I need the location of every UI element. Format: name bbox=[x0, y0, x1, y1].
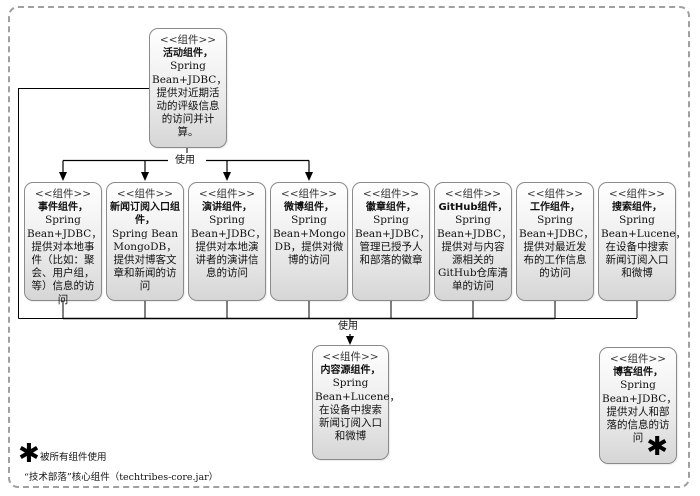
legend-text: 被所有组件使用 bbox=[40, 452, 107, 463]
uses-label-bottom: 使用 bbox=[336, 321, 360, 333]
component-description: Spring Bean+JDBC，管理已授予人和部落的徽章 bbox=[355, 214, 430, 267]
component-description: Spring Bean+JDBC，提供对最近发布的工作信息的访问 bbox=[519, 214, 594, 280]
stereotype-label: <<组件>> bbox=[526, 188, 584, 200]
component-description: Spring Bean+Lucene，在设备中搜索新闻订阅入口和微博 bbox=[601, 214, 687, 280]
component-jobs[interactable]: <<组件>> 工作组件， Spring Bean+JDBC，提供对最近发布的工作… bbox=[516, 182, 594, 301]
component-blog[interactable]: <<组件>> 博客组件， Spring Bean+JDBC，提供对人和部落的信息… bbox=[599, 347, 677, 464]
component-name: 工作组件， bbox=[530, 202, 580, 214]
shared-component-marker-icon: ✱ bbox=[646, 432, 668, 462]
component-name: 事件组件， bbox=[38, 202, 88, 214]
component-description: Spring Bean+Mongo DB，提供对微博的访问 bbox=[273, 214, 346, 267]
arrowhead-talks bbox=[223, 172, 231, 181]
component-name: 微博组件， bbox=[284, 202, 334, 214]
arrowhead-tweets bbox=[305, 172, 313, 181]
stereotype-label: <<组件>> bbox=[322, 351, 379, 363]
stereotype-label: <<组件>> bbox=[608, 188, 666, 200]
component-badges[interactable]: <<组件>> 徽章组件， Spring Bean+JDBC，管理已授予人和部落的… bbox=[352, 182, 430, 301]
stereotype-label: <<组件>> bbox=[198, 188, 256, 200]
component-description: Spring Bean+JDBC，提供对本地演讲者的演讲信息的访问 bbox=[191, 214, 266, 280]
frame-caption: “技术部落”核心组件（techtribes-core.jar） bbox=[24, 472, 219, 483]
component-content-source[interactable]: <<组件>> 内容源组件， Spring Bean+Lucene，在设备中搜索新… bbox=[312, 345, 401, 460]
component-name: 内容源组件， bbox=[320, 365, 381, 377]
component-activity[interactable]: <<组件>> 活动组件， Spring Bean+JDBC，提供对近期活动的评级… bbox=[149, 28, 227, 148]
middle-row-stubs bbox=[62, 301, 638, 318]
component-search[interactable]: <<组件>> 搜索组件， Spring Bean+Lucene，在设备中搜索新闻… bbox=[598, 182, 687, 301]
stereotype-label: <<组件>> bbox=[116, 188, 174, 200]
stereotype-label: <<组件>> bbox=[362, 188, 420, 200]
legend-asterisk-icon: ✱ bbox=[18, 439, 40, 469]
connector-top-left-loop bbox=[18, 88, 149, 319]
component-name: 活动组件， bbox=[163, 48, 213, 60]
component-name: 徽章组件， bbox=[366, 202, 416, 214]
component-tweets[interactable]: <<组件>> 微博组件， Spring Bean+Mongo DB，提供对微博的… bbox=[270, 182, 348, 301]
stereotype-label: <<组件>> bbox=[280, 188, 338, 200]
component-newsfeed[interactable]: <<组件>> 新闻订阅入口组件， Spring Bean MongoDB，提供对… bbox=[106, 182, 184, 301]
component-name: GitHub组件， bbox=[438, 202, 508, 214]
stereotype-label: <<组件>> bbox=[34, 188, 92, 200]
component-description: Spring Bean+Lucene，在设备中搜索新闻订阅入口和微博 bbox=[315, 377, 401, 443]
stereotype-label: <<组件>> bbox=[609, 353, 667, 365]
component-description: Spring Bean+JDBC，提供对与内容源相关的GitHub仓库清单的访问 bbox=[437, 214, 512, 293]
component-name: 博客组件， bbox=[613, 367, 663, 379]
arrowhead-newsfeed bbox=[141, 172, 149, 181]
arrowhead-content-source bbox=[346, 336, 354, 345]
component-description: Spring Bean+JDBC，提供对人和部落的信息的访问 bbox=[602, 379, 677, 445]
component-github[interactable]: <<组件>> GitHub组件， Spring Bean+JDBC，提供对与内容… bbox=[434, 182, 512, 301]
stereotype-label: <<组件>> bbox=[444, 188, 502, 200]
component-description: Spring Bean+JDBC，提供对本地事件（比如：聚会、用户组，等）信息的… bbox=[27, 214, 102, 306]
arrowhead-events bbox=[59, 172, 67, 181]
component-name: 搜索组件， bbox=[612, 202, 662, 214]
component-description: Spring Bean MongoDB，提供对博客文章和新闻的访问 bbox=[111, 227, 179, 293]
component-talks[interactable]: <<组件>> 演讲组件， Spring Bean+JDBC，提供对本地演讲者的演… bbox=[188, 182, 266, 301]
component-name: 演讲组件， bbox=[202, 202, 252, 214]
uses-label-top: 使用 bbox=[173, 155, 197, 167]
component-name: 新闻订阅入口组件， bbox=[110, 202, 180, 227]
stereotype-label: <<组件>> bbox=[159, 34, 217, 46]
component-events[interactable]: <<组件>> 事件组件， Spring Bean+JDBC，提供对本地事件（比如… bbox=[24, 182, 102, 306]
core-container-frame bbox=[8, 6, 690, 488]
component-description: Spring Bean+JDBC，提供对近期活动的评级信息的访问并计算。 bbox=[152, 60, 227, 139]
